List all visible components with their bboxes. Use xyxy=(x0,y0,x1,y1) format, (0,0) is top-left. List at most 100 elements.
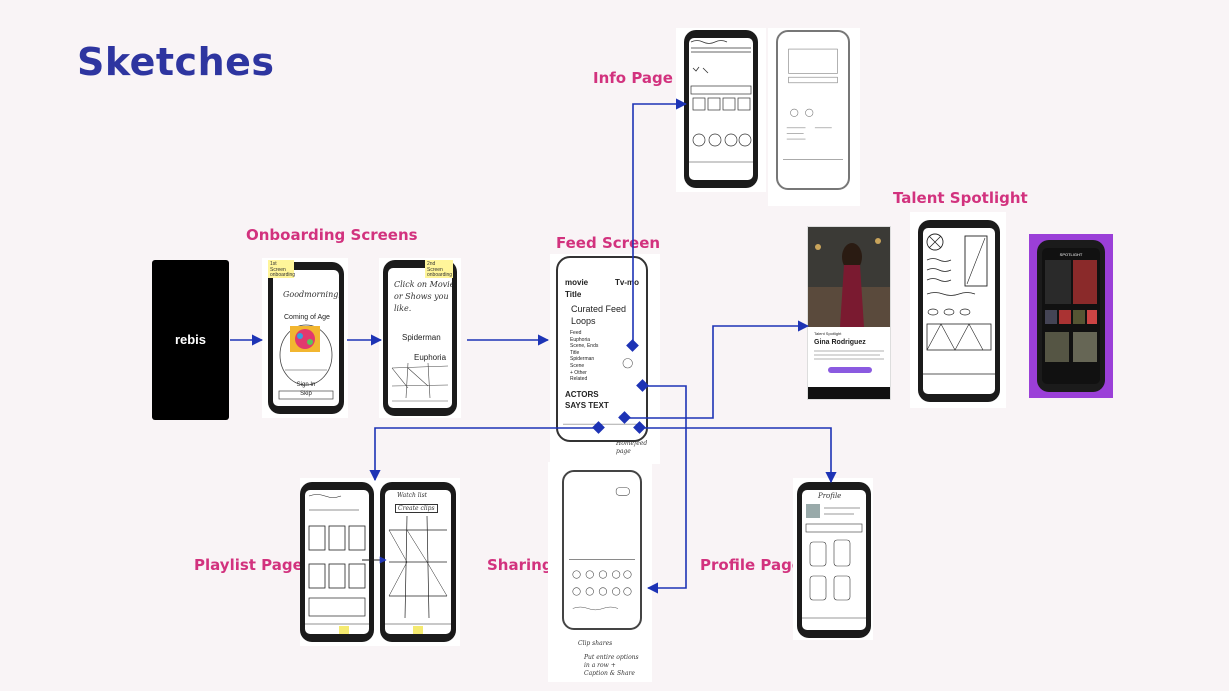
phone-frame: Watch list Create clips xyxy=(380,482,456,642)
phone-frame: SPOTLIGHT xyxy=(1037,240,1105,392)
watchlist-grid-sketch xyxy=(385,515,451,634)
label-sharing: Sharing xyxy=(487,556,553,574)
spotlight-grid xyxy=(1045,260,1097,362)
connector-diamond xyxy=(636,379,649,392)
feed-list: Feed Euphoria Scene, Ends Title Spiderma… xyxy=(570,330,604,383)
talent-mockup: Talent Spotlight Gina Rodriguez xyxy=(807,226,891,400)
greeting-text: Goodmorning, Lyric xyxy=(283,290,339,299)
feed-loops: Loops xyxy=(571,316,596,326)
info-wire-sketch xyxy=(689,40,753,163)
info-sketch-1 xyxy=(676,28,766,192)
phone-screen: SPOTLIGHT xyxy=(1042,248,1100,384)
phone-frame xyxy=(300,482,374,642)
feed-list-item: Scene xyxy=(570,362,585,369)
spotlight-mockup: SPOTLIGHT xyxy=(1029,234,1113,398)
arrow-feed-profile xyxy=(640,427,837,484)
onboarding-circle-sketch xyxy=(278,324,334,400)
rebis-logo: rebis xyxy=(174,332,207,347)
sharing-sketch: Clip shares Put entire options in a row … xyxy=(548,462,652,682)
talent-name: Gina Rodriguez xyxy=(814,339,866,346)
label-onboarding: Onboarding Screens xyxy=(246,226,418,244)
sharing-note: Put entire options xyxy=(584,654,639,661)
connector-diamond xyxy=(592,421,605,434)
phone-screen: Profile xyxy=(802,490,866,630)
playlist-sketch: Watch list Create clips xyxy=(300,478,460,646)
playlist-wire-sketch xyxy=(305,494,369,634)
phone-frame: Goodmorning, Lyric Coming of Age Sign In… xyxy=(268,262,344,414)
phone-screen xyxy=(689,38,753,180)
phone-frame xyxy=(776,30,850,190)
phone-frame xyxy=(684,30,758,188)
onboarding-sketch-1: Goodmorning, Lyric Coming of Age Sign In… xyxy=(262,258,348,418)
arrow-feed-talent xyxy=(625,320,810,419)
phone-screen: Click on Movies or Shows you like. Spide… xyxy=(388,268,452,408)
profile-sketch: Profile xyxy=(793,478,873,640)
talent-sketch xyxy=(910,212,1006,408)
talent-kicker: Talent Spotlight xyxy=(814,331,842,336)
feed-says-text: SAYS TEXT xyxy=(565,401,609,410)
feed-list-item: Scene, Ends xyxy=(570,343,599,350)
connector-diamond xyxy=(626,339,639,352)
feed-title-label: Title xyxy=(565,290,582,299)
feed-actors: ACTORS xyxy=(565,390,599,399)
label-playlist: Playlist Page xyxy=(194,556,303,574)
sharing-wire-sketch xyxy=(569,487,635,611)
arrow-feed-playlist xyxy=(369,427,599,482)
label-feed: Feed Screen xyxy=(556,234,661,252)
onboarding-line-3: like. xyxy=(394,304,412,313)
onboarding-line-1: Click on Movies xyxy=(394,280,452,289)
talent-photo xyxy=(808,227,890,399)
feed-tv-tab[interactable]: Tv-mo xyxy=(615,278,639,287)
info-wire-sketch xyxy=(783,48,843,160)
skip-button[interactable]: Skip xyxy=(300,391,312,397)
phone-frame xyxy=(918,220,1000,402)
feed-movie-tab[interactable]: movie xyxy=(565,278,589,287)
phone-frame: Click on Movies or Shows you like. Spide… xyxy=(383,260,457,416)
coming-of-age-text: Coming of Age xyxy=(284,314,330,321)
sticky-note-1: 1st Screen onboarding xyxy=(268,260,296,278)
feed-curated: Curated Feed xyxy=(571,304,627,314)
arrow-feed-info xyxy=(632,98,688,346)
sharing-note: Caption & Share xyxy=(584,670,635,677)
sharing-note: Clip shares xyxy=(578,640,613,647)
phone-frame xyxy=(562,470,642,630)
profile-wire-sketch xyxy=(802,504,866,619)
talent-wire-sketch xyxy=(923,233,995,375)
sticky-note-2: 2nd Screen onboarding xyxy=(425,260,453,278)
phone-screen xyxy=(923,228,995,394)
watchlist-header: Watch list xyxy=(397,492,428,499)
connector-diamond xyxy=(633,421,646,434)
feed-list-item: Title xyxy=(570,349,580,356)
phone-frame: Profile xyxy=(797,482,871,638)
euphoria-option[interactable]: Euphoria xyxy=(414,353,447,362)
profile-header: Profile xyxy=(818,492,842,500)
splash-screen: rebis xyxy=(152,260,229,420)
spiderman-option[interactable]: Spiderman xyxy=(402,333,441,342)
info-sketch-2 xyxy=(768,28,860,206)
feed-list-item: Related xyxy=(570,376,588,383)
phone-screen: Goodmorning, Lyric Coming of Age Sign In… xyxy=(273,270,339,406)
phone-screen xyxy=(783,40,843,180)
label-profile: Profile Page xyxy=(700,556,802,574)
feed-list-item: Spiderman xyxy=(570,356,595,363)
grid-sketch xyxy=(391,362,449,402)
feed-list-item: + Other xyxy=(570,369,587,376)
connector-diamond xyxy=(618,411,631,424)
spotlight-header: SPOTLIGHT xyxy=(1059,252,1083,257)
sign-in-link[interactable]: Sign In xyxy=(296,382,316,388)
phone-screen: movie Tv-mo Title Curated Feed Loops Fee… xyxy=(563,266,641,432)
feed-homefeed-note: Homefeed page xyxy=(616,440,648,455)
page-title: Sketches xyxy=(77,40,275,84)
label-info-page: Info Page xyxy=(593,69,673,87)
phone-screen xyxy=(569,480,635,620)
feed-list-item: Feed xyxy=(570,330,582,336)
sharing-note: in a row + xyxy=(584,662,616,669)
onboarding-sketch-2: Click on Movies or Shows you like. Spide… xyxy=(379,258,461,418)
phone-screen: Watch list Create clips xyxy=(385,490,451,634)
label-talent: Talent Spotlight xyxy=(893,189,1028,207)
create-clips-button[interactable]: Create clips xyxy=(395,504,438,513)
onboarding-line-2: or Shows you xyxy=(394,292,449,301)
phone-screen xyxy=(305,490,369,634)
feed-list-item: Euphoria xyxy=(570,336,591,343)
